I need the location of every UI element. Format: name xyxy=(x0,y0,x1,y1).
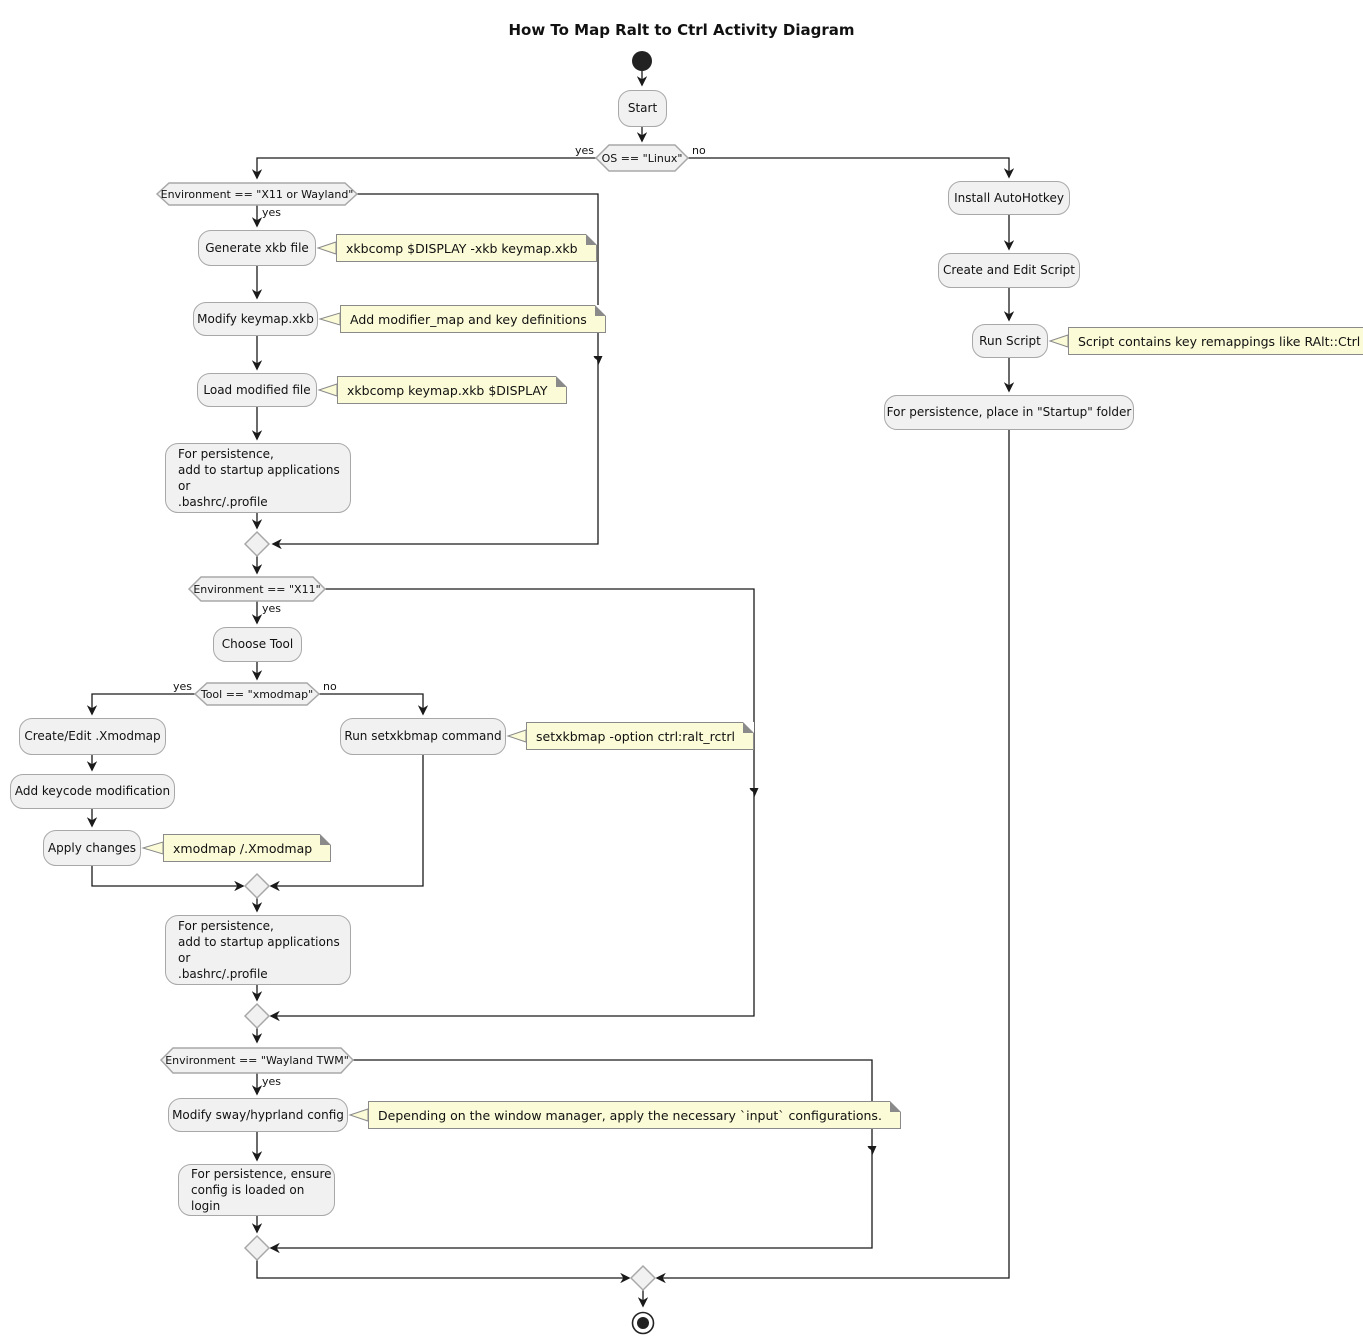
note-connector xyxy=(317,383,338,397)
start-node xyxy=(632,51,652,71)
activity-apply-changes: Apply changes xyxy=(43,830,141,866)
decision-envxw-shape xyxy=(155,182,359,206)
mid-arrows xyxy=(593,356,877,1156)
edge-label-os-yes: yes xyxy=(575,144,595,157)
edge-setxkb-merge2 xyxy=(269,755,424,892)
edge-envx11-no xyxy=(269,588,755,1022)
decision-tool-label: Tool == "xmodmap" xyxy=(200,687,314,701)
note-xkb-modify: Add modifier_map and key definitions xyxy=(340,305,606,333)
note-connector xyxy=(141,841,164,855)
mid-arrow-2 xyxy=(749,788,759,798)
activity-create-xmodmap: Create/Edit .Xmodmap xyxy=(19,718,166,755)
edge-envwt-no xyxy=(269,1059,873,1254)
note-connector xyxy=(318,312,341,326)
note-xkb-load: xkbcomp keymap.xkb $DISPLAY xyxy=(337,376,567,404)
merge-diamond-1 xyxy=(243,530,271,558)
activity-modify-sway: Modify sway/hyprland config xyxy=(168,1098,348,1132)
activity-modify-keymap: Modify keymap.xkb xyxy=(193,302,318,336)
merge-diamond-5 xyxy=(629,1264,657,1292)
decision-os-shape xyxy=(594,144,690,172)
merge-diamond-2 xyxy=(243,872,271,900)
edge-label-envx11-yes: yes xyxy=(262,602,282,615)
decision-os-label: OS == "Linux" xyxy=(601,151,683,165)
note-setxkbmap: setxkbmap -option ctrl:ralt_rctrl xyxy=(526,722,754,750)
merge-diamonds xyxy=(243,530,657,1292)
decision-envwt-label: Environment == "Wayland TWM" xyxy=(165,1054,349,1067)
edge-label-envxw-yes: yes xyxy=(262,206,282,219)
note-xkb-generate: xkbcomp $DISPLAY -xkb keymap.xkb xyxy=(336,234,597,262)
edge-apply-merge2 xyxy=(91,866,245,892)
note-xmodmap-apply: xmodmap /.Xmodmap xyxy=(163,834,332,862)
end-node-dot xyxy=(637,1317,649,1329)
edge-label-tool-no: no xyxy=(323,680,337,693)
activity-choose-tool: Choose Tool xyxy=(213,627,302,662)
edge-os-no xyxy=(688,157,1015,179)
activity-run-script: Run Script xyxy=(972,324,1048,358)
merge-diamond-4 xyxy=(243,1234,271,1262)
decision-envwt-shape xyxy=(159,1047,355,1074)
activity-persist-wayland: For persistence, ensure config is loaded… xyxy=(178,1164,335,1216)
edge-label-os-no: no xyxy=(692,144,706,157)
activity-persist-xkb: For persistence, add to startup applicat… xyxy=(165,443,351,513)
activity-persist-x11: For persistence, add to startup applicat… xyxy=(165,915,351,985)
note-connector xyxy=(506,729,527,743)
note-connector xyxy=(1048,334,1069,348)
activity-run-setxkbmap: Run setxkbmap command xyxy=(340,718,506,755)
decision-envxw-label: Environment == "X11 or Wayland" xyxy=(160,187,354,201)
edge-label-envwt-yes: yes xyxy=(262,1075,282,1088)
decision-shapes xyxy=(155,144,690,1074)
decision-tool-shape xyxy=(193,682,321,706)
note-connector xyxy=(348,1108,369,1122)
edge-merge4-final xyxy=(256,1260,631,1284)
edge-tool-yes xyxy=(86,693,195,716)
activity-persist-windows: For persistence, place in "Startup" fold… xyxy=(884,395,1134,430)
mid-arrow-3 xyxy=(867,1146,877,1156)
activity-create-edit-script: Create and Edit Script xyxy=(938,253,1080,288)
decision-envx11-label: Environment == "X11" xyxy=(193,582,321,596)
note-connector xyxy=(316,241,337,255)
decision-envx11-shape xyxy=(187,576,327,602)
activity-add-keycode: Add keycode modification xyxy=(10,774,175,809)
diagram-title: How To Map Ralt to Ctrl Activity Diagram xyxy=(508,21,855,39)
note-wayland-config: Depending on the window manager, apply t… xyxy=(368,1101,901,1129)
edge-win-final xyxy=(655,430,1010,1284)
activity-install-autohotkey: Install AutoHotkey xyxy=(948,181,1070,215)
mid-arrow-1 xyxy=(593,356,603,366)
activity-load-modified: Load modified file xyxy=(197,373,317,407)
edge-tool-no xyxy=(319,693,429,716)
activity-generate-xkb: Generate xkb file xyxy=(198,230,316,266)
edge-os-yes xyxy=(251,157,596,180)
activity-start: Start xyxy=(618,90,667,127)
note-ahk-script: Script contains key remappings like RAlt… xyxy=(1068,327,1363,355)
merge-diamond-3 xyxy=(243,1002,271,1030)
edge-envxw-no xyxy=(271,193,599,550)
edge-label-tool-yes: yes xyxy=(173,680,193,693)
